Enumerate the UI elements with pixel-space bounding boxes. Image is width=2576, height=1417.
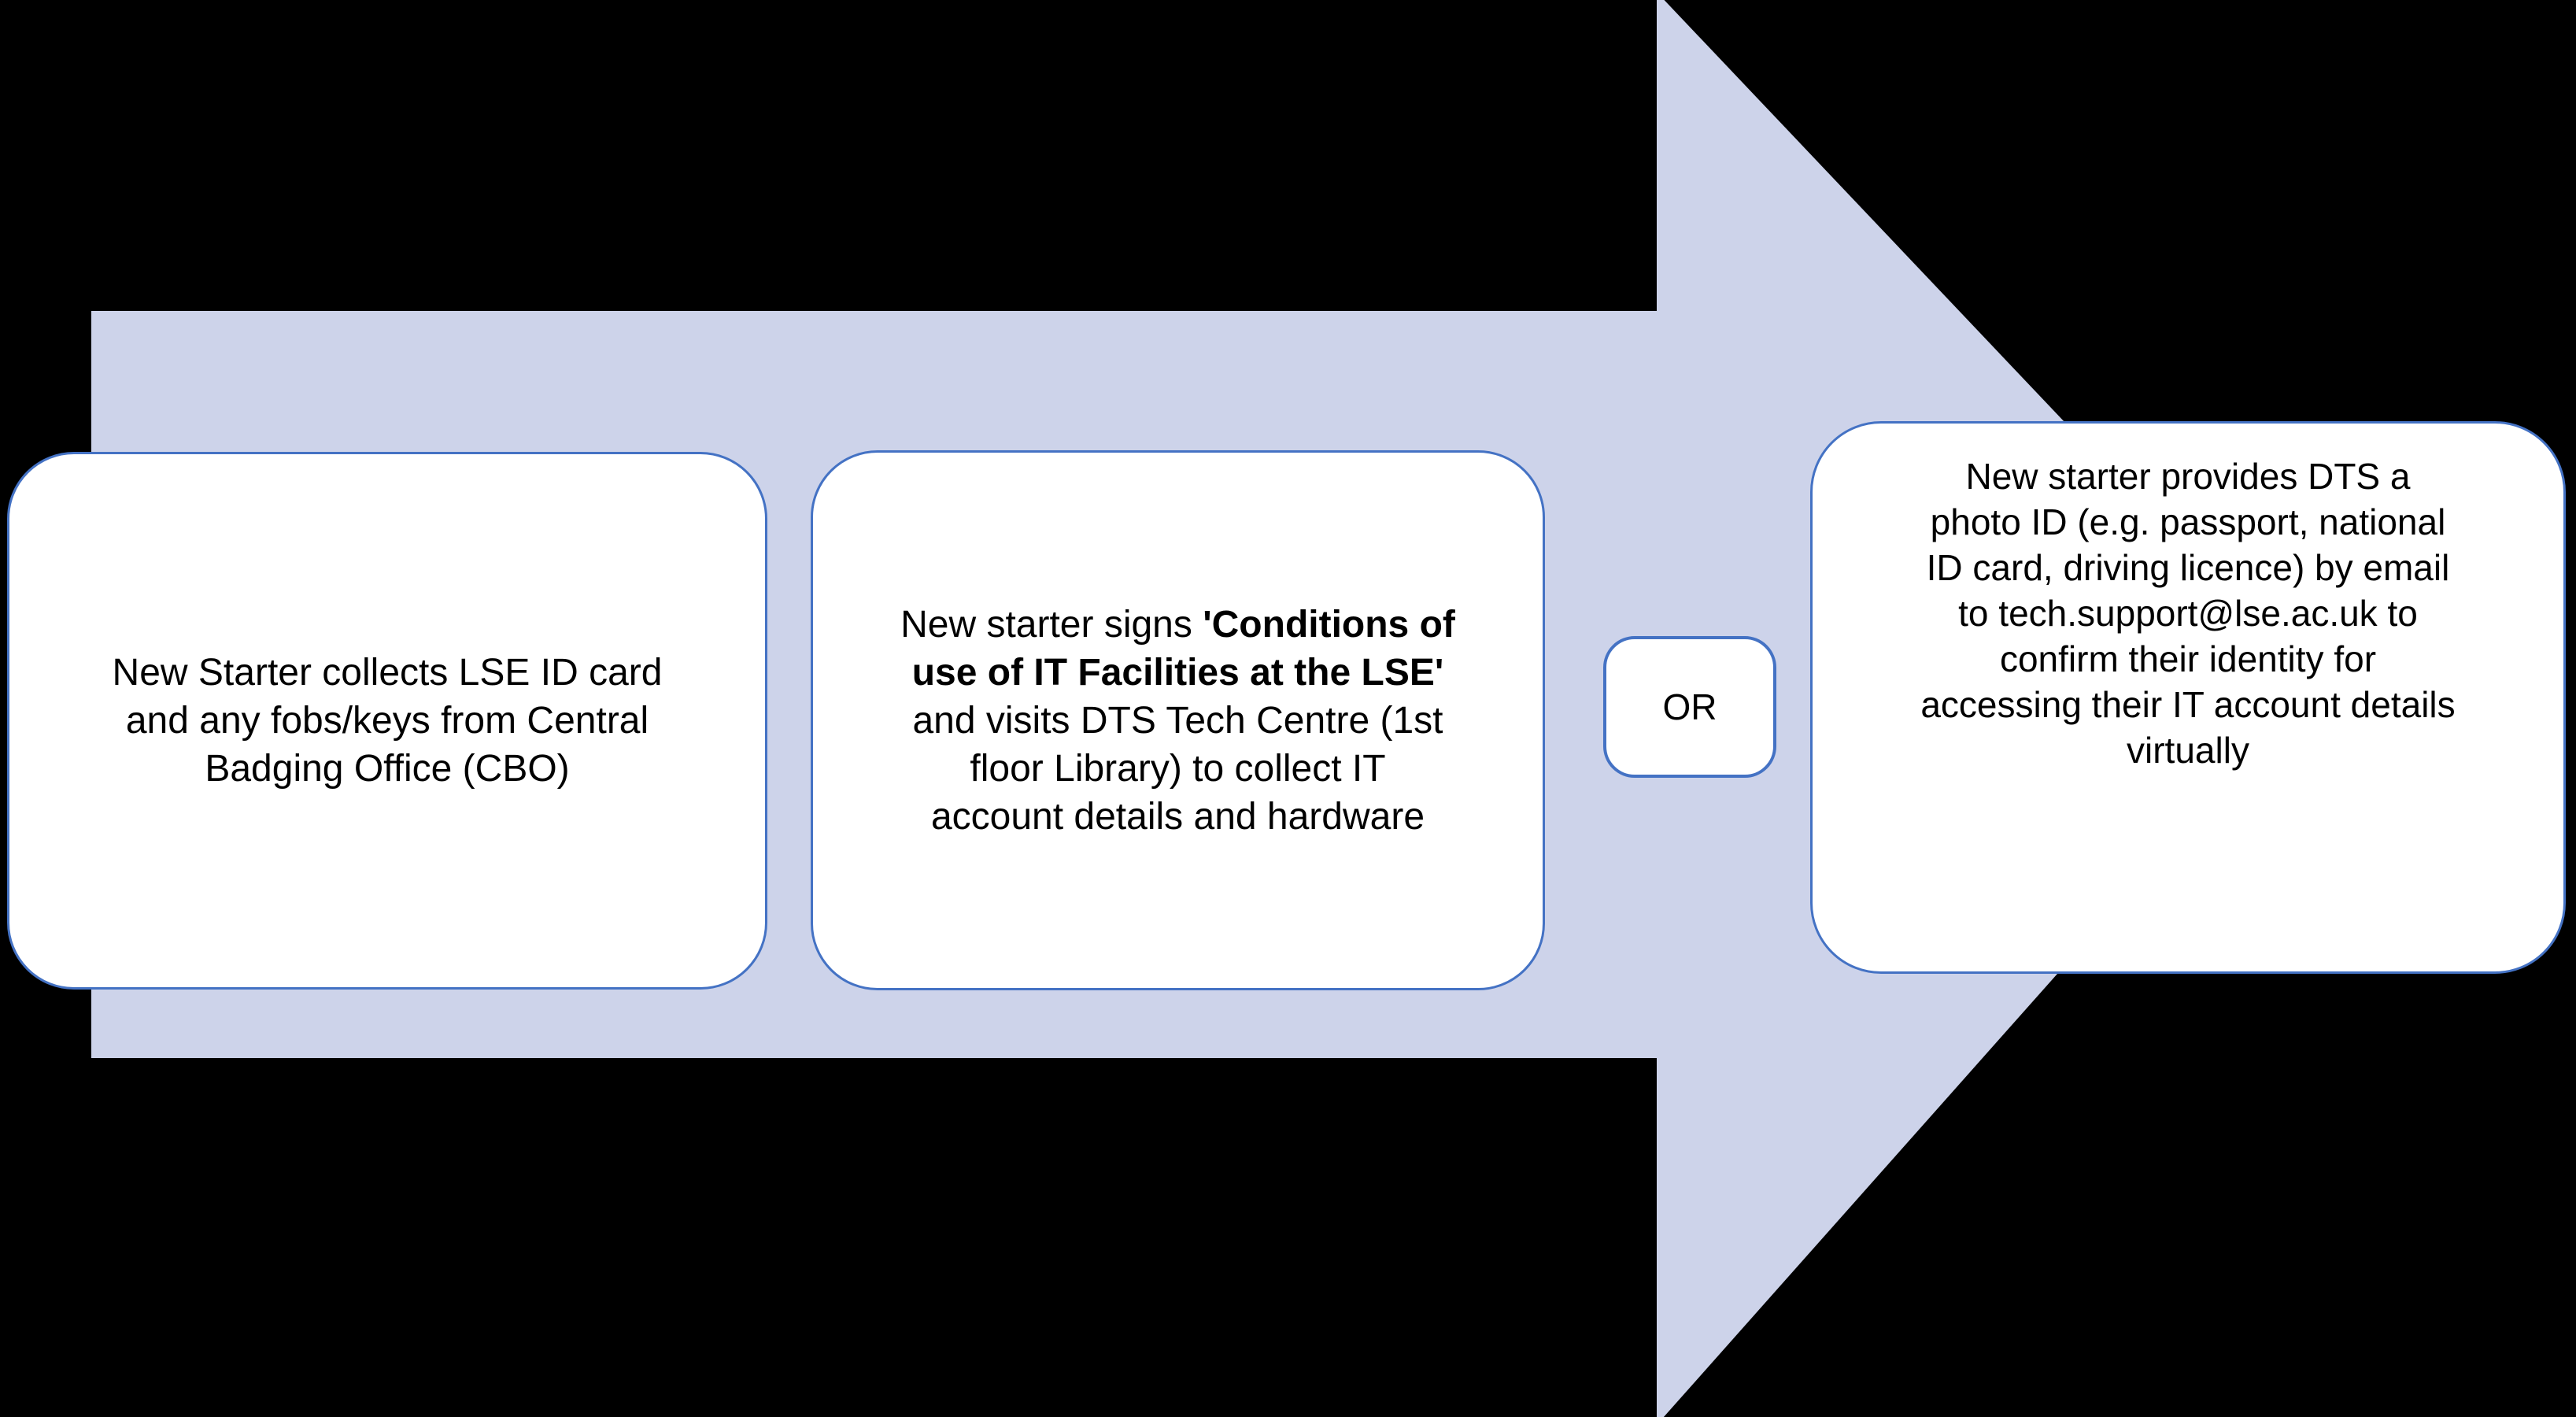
or-connector-box: OR — [1603, 636, 1776, 778]
step-box-collect-id-card: New Starter collects LSE ID card and any… — [7, 452, 767, 990]
step2-bold-text: 'Conditions of use of IT Facilities at t… — [911, 603, 1455, 694]
or-label: OR — [1662, 686, 1717, 727]
step2-text-end: and visits DTS Tech Centre (1st floor Li… — [912, 699, 1443, 838]
step2-text: New starter signs 'Conditions of use of … — [900, 601, 1455, 841]
step-box-provide-photo-id: New starter provides DTS a photo ID (e.g… — [1810, 421, 2566, 974]
step1-text: New Starter collects LSE ID card and any… — [112, 652, 663, 790]
step-box-sign-it-conditions: New starter signs 'Conditions of use of … — [811, 450, 1545, 990]
step3-text: New starter provides DTS a photo ID (e.g… — [1920, 456, 2456, 771]
step2-text-start: New starter signs — [900, 603, 1203, 646]
